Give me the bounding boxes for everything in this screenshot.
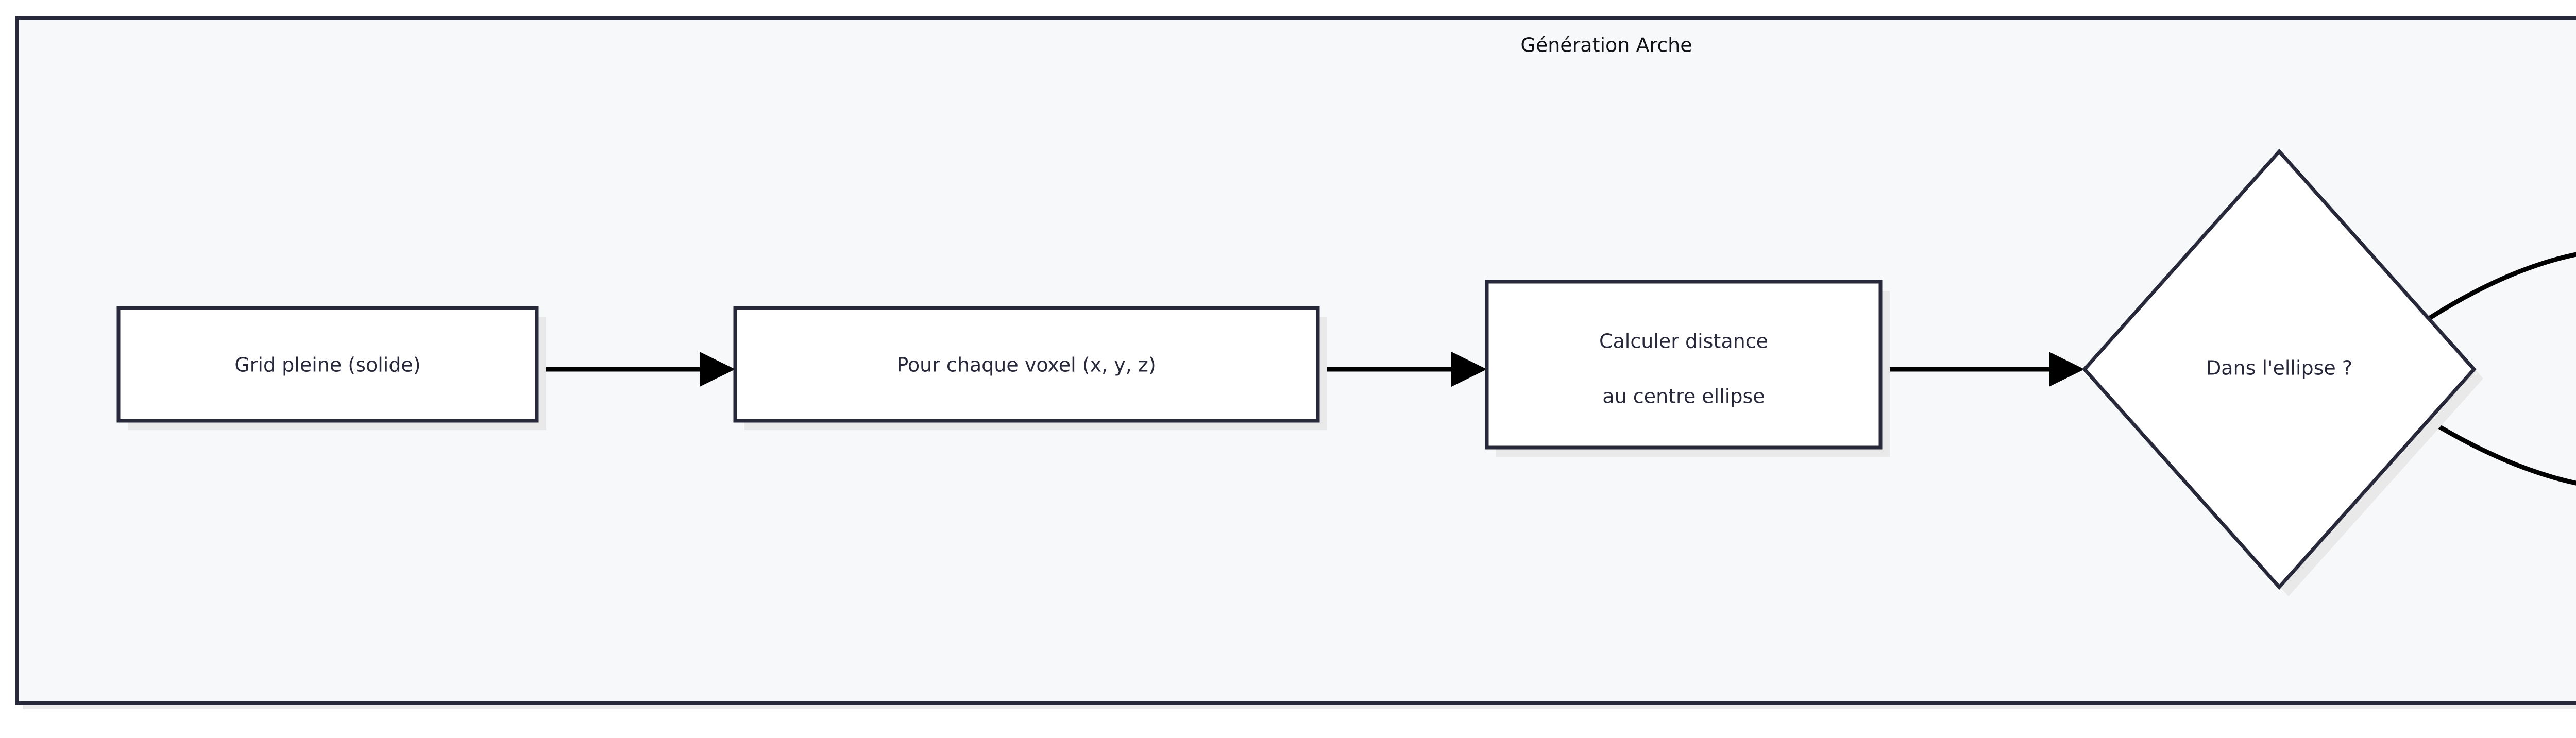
- edge-grid-to-voxel: [537, 352, 735, 387]
- node-label-line2: au centre ellipse: [1602, 385, 1765, 408]
- node-label-line1: Calculer distance: [1599, 330, 1768, 353]
- edge-line: [2426, 252, 2576, 321]
- node-calculer-distance[interactable]: Calculer distance au centre ellipse: [1485, 280, 1890, 457]
- edge-decision-to-garder: [2426, 418, 2576, 486]
- edge-line: [2426, 418, 2576, 486]
- node-diamond[interactable]: [2082, 148, 2477, 590]
- node-box[interactable]: [1485, 280, 1883, 450]
- edge-voxel-to-distance: [1318, 352, 1487, 387]
- node-dans-ellipse-decision[interactable]: Dans l'ellipse ?: [2082, 148, 2483, 596]
- subgraph-title: Génération Arche: [1520, 34, 1692, 57]
- node-label: Grid pleine (solide): [234, 354, 420, 376]
- node-box[interactable]: [116, 306, 539, 423]
- edge-distance-to-decision: [1880, 352, 2084, 387]
- node-box[interactable]: [733, 306, 1320, 423]
- node-pour-chaque-voxel[interactable]: Pour chaque voxel (x, y, z): [733, 306, 1327, 430]
- arrow-head-icon: [2049, 352, 2084, 387]
- arrow-head-icon: [1451, 352, 1487, 387]
- node-label: Pour chaque voxel (x, y, z): [896, 354, 1156, 376]
- edge-decision-to-creuser: [2426, 252, 2576, 321]
- node-grid-pleine[interactable]: Grid pleine (solide): [116, 306, 546, 430]
- node-label: Dans l'ellipse ?: [2206, 357, 2352, 380]
- arrow-head-icon: [700, 352, 735, 387]
